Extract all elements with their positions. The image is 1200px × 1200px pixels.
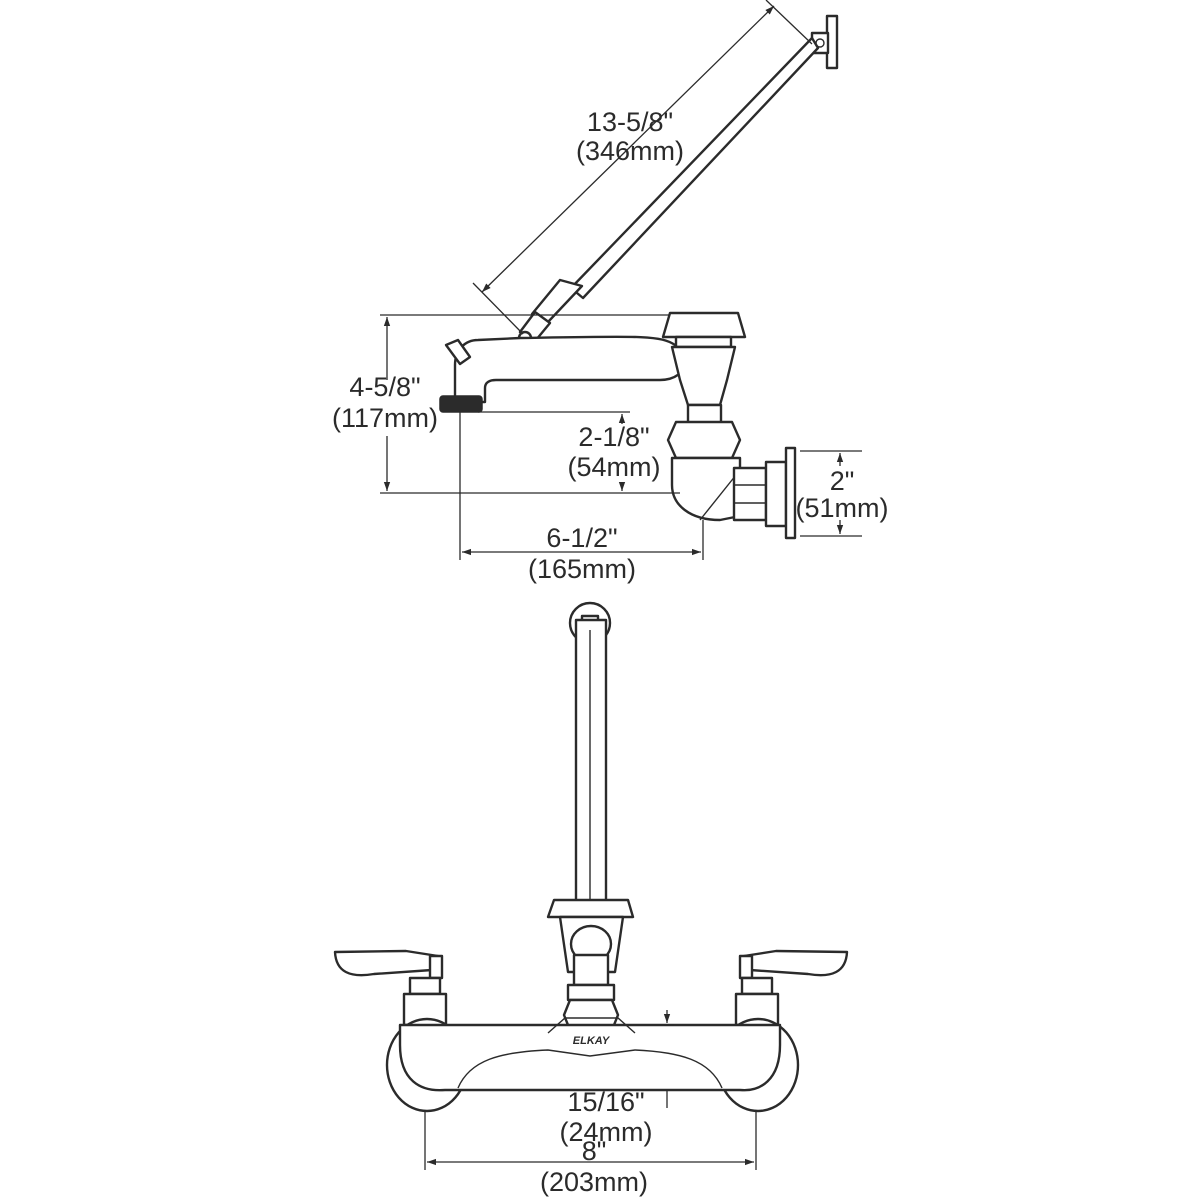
arm-length-imperial: 13-5/8" bbox=[587, 107, 673, 137]
front-center-valve bbox=[546, 898, 635, 1032]
side-view: 13-5/8" (346mm) 4-5/8" (117mm) 2-1/8" (5… bbox=[332, 0, 889, 584]
aerator-icon bbox=[439, 395, 483, 413]
spout-reach-imperial: 6-1/2" bbox=[546, 523, 617, 553]
spout-height-imperial: 4-5/8" bbox=[349, 372, 420, 402]
spout bbox=[439, 335, 690, 413]
wall-bracket bbox=[810, 14, 839, 70]
inlet-height-metric: (51mm) bbox=[796, 493, 889, 523]
outlet-height-imperial: 2-1/8" bbox=[578, 422, 649, 452]
arm-length-dimension-line bbox=[481, 5, 775, 293]
centers-metric: (203mm) bbox=[540, 1167, 648, 1197]
extension-arm bbox=[517, 36, 820, 346]
body-height-metric: (24mm) bbox=[560, 1117, 653, 1147]
body-height-imperial: 15/16" bbox=[567, 1087, 644, 1117]
spout-height-metric: (117mm) bbox=[332, 403, 438, 433]
right-handle bbox=[734, 949, 849, 1027]
arm-length-metric: (346mm) bbox=[576, 136, 684, 166]
spout-reach-metric: (165mm) bbox=[528, 554, 636, 584]
brand-logo: ELKAY bbox=[573, 1035, 611, 1047]
faucet-body: ELKAY bbox=[398, 1017, 782, 1092]
centers-imperial: 8" bbox=[582, 1136, 607, 1166]
front-view: ELKAY 15/16" (24mm) 8" (203mm) bbox=[333, 601, 849, 1197]
outlet-height-metric: (54mm) bbox=[568, 452, 661, 482]
left-handle bbox=[333, 949, 448, 1027]
front-extension-arm bbox=[568, 601, 612, 922]
valve-assembly bbox=[661, 311, 797, 540]
inlet-height-imperial: 2" bbox=[830, 466, 855, 496]
